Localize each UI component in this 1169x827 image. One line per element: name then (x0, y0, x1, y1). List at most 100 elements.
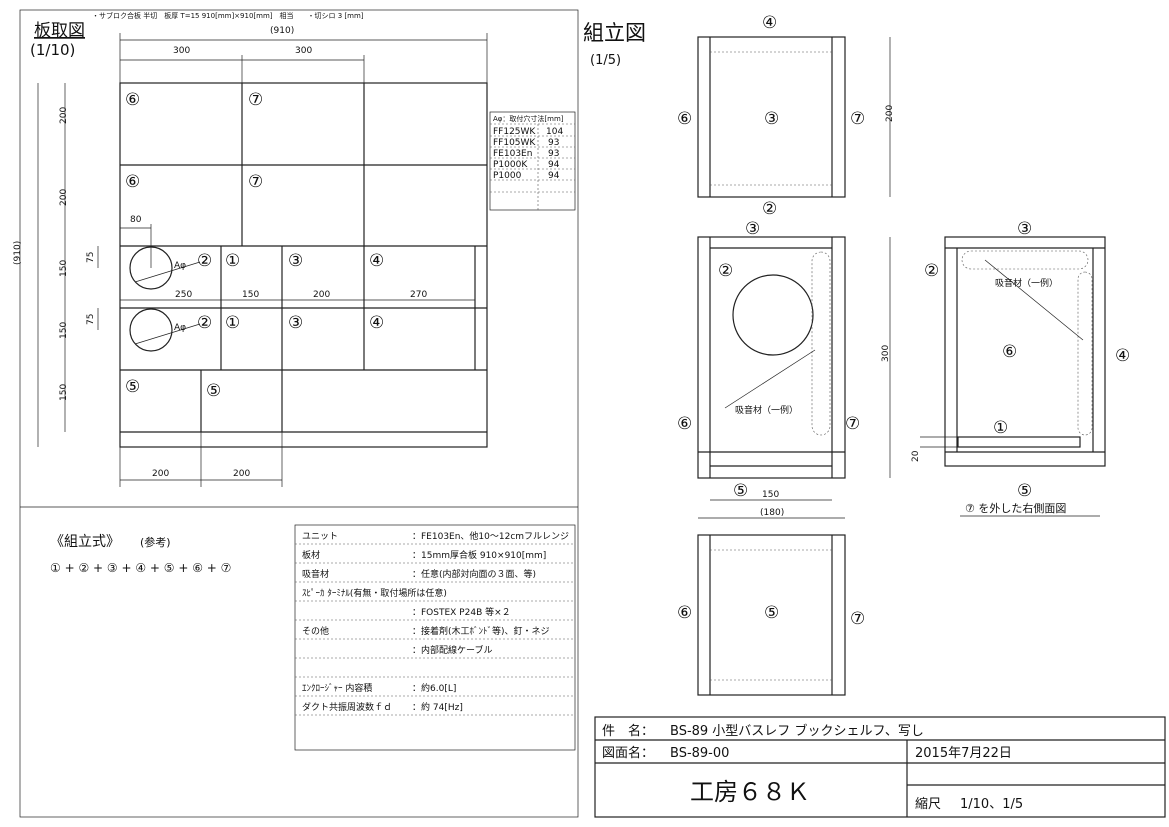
absorber-slot (811, 251, 831, 436)
cut-plan-scale: (1/10) (30, 41, 75, 59)
svg-text:250: 250 (175, 290, 192, 300)
svg-text:③: ③ (745, 219, 760, 239)
spec-label: その他 (302, 625, 329, 637)
svg-text:①: ① (993, 418, 1008, 438)
svg-text:150: 150 (762, 490, 779, 500)
svg-text:⑤: ⑤ (125, 377, 140, 397)
spec-label: ｽﾋﾟｰｶ ﾀｰﾐﾅﾙ(有無・取付場所は任意) (302, 587, 447, 599)
svg-text:吸音材（一例）: 吸音材（一例） (735, 404, 798, 416)
svg-text:94: 94 (548, 160, 560, 170)
svg-text:93: 93 (548, 138, 559, 148)
svg-text:200: 200 (885, 105, 895, 122)
spec-value: ：15mm厚合板 910×910[mm] (412, 549, 546, 561)
spec-value: ：任意(内部対向面の３面、等) (412, 568, 536, 580)
spec-label: ユニット (302, 532, 338, 542)
spec-label: 板材 (302, 549, 320, 561)
svg-text:⑤: ⑤ (764, 603, 779, 623)
svg-text:③: ③ (288, 313, 303, 333)
svg-text:200: 200 (152, 469, 169, 479)
svg-text:②: ② (718, 261, 733, 281)
svg-text:BS-89-00: BS-89-00 (670, 746, 729, 761)
svg-text:⑥: ⑥ (677, 603, 692, 623)
svg-text:200: 200 (313, 290, 330, 300)
svg-text:300: 300 (295, 46, 312, 56)
svg-text:⑤: ⑤ (206, 381, 221, 401)
svg-text:1/10、1/5: 1/10、1/5 (960, 797, 1023, 812)
cut-plan-frame (19, 9, 579, 818)
svg-text:⑥: ⑥ (1002, 342, 1017, 362)
assembly-formula: ① + ② + ③ + ④ + ⑤ + ⑥ + ⑦ (50, 561, 231, 575)
svg-text:20: 20 (911, 450, 921, 462)
svg-text:⑦: ⑦ (845, 414, 860, 434)
spec-value: ：接着剤(木工ﾎﾞﾝﾄﾞ等)、釘・ネジ (412, 625, 550, 637)
svg-text:工房６８Ｋ: 工房６８Ｋ (690, 778, 810, 806)
board-note: ・サブロク合板 半切 板厚 T=15 910[mm]×910[mm] 相当 ・切… (92, 11, 364, 20)
svg-text:②: ② (762, 199, 777, 219)
svg-text:150: 150 (59, 384, 69, 401)
svg-text:⑥: ⑥ (677, 414, 692, 434)
svg-text:④: ④ (762, 13, 777, 33)
svg-text:⑥: ⑥ (125, 172, 140, 192)
spec-value: ：約6.0[L] (412, 682, 456, 694)
svg-text:⑥: ⑥ (677, 109, 692, 129)
cut-plan-title: 板取図 (34, 21, 85, 41)
svg-text:Aφ: Aφ (174, 323, 186, 333)
svg-text:Aφ：取付穴寸法[mm]: Aφ：取付穴寸法[mm] (493, 114, 564, 123)
spec-value: ：約 74[Hz] (412, 701, 463, 713)
shelf (957, 436, 1081, 448)
svg-text:(910): (910) (270, 26, 294, 36)
svg-text:300: 300 (173, 46, 190, 56)
svg-text:図面名：: 図面名： (602, 745, 654, 761)
svg-text:⑦: ⑦ (850, 109, 865, 129)
spec-value: ：FOSTEX P24B 等×２ (412, 606, 511, 618)
svg-text:③: ③ (1017, 219, 1032, 239)
formula-title: 《組立式》 (50, 534, 120, 550)
svg-text:75: 75 (86, 252, 96, 263)
svg-text:⑦: ⑦ (850, 609, 865, 629)
top-dimensions: (910) 300 300 (119, 26, 488, 83)
svg-text:④: ④ (1115, 346, 1130, 366)
speaker-hole (732, 274, 814, 356)
svg-text:⑥: ⑥ (125, 90, 140, 110)
svg-text:③: ③ (764, 109, 779, 129)
svg-text:②: ② (197, 251, 212, 271)
svg-text:BS-89 小型バスレフ ブックシェルフ、写し: BS-89 小型バスレフ ブックシェルフ、写し (670, 723, 924, 739)
svg-text:⑦ を外した右側面図: ⑦ を外した右側面図 (965, 501, 1066, 515)
svg-text:93: 93 (548, 149, 559, 159)
svg-text:150: 150 (59, 322, 69, 339)
svg-text:94: 94 (548, 171, 560, 181)
svg-text:104: 104 (546, 127, 563, 137)
top-view: 200 ④ ⑥ ③ ⑦ ② (677, 13, 895, 219)
svg-text:200: 200 (59, 189, 69, 206)
svg-text:FE103En: FE103En (493, 149, 532, 159)
title-block: 件 名：BS-89 小型バスレフ ブックシェルフ、写し 図面名：BS-89-00… (594, 716, 1166, 818)
svg-text:②: ② (197, 313, 212, 333)
svg-text:③: ③ (288, 251, 303, 271)
svg-text:⑦: ⑦ (248, 90, 263, 110)
svg-text:④: ④ (369, 251, 384, 271)
svg-text:P1000: P1000 (493, 171, 522, 181)
svg-text:①: ① (225, 313, 240, 333)
svg-text:Aφ: Aφ (174, 261, 186, 271)
formula-ref: (参考) (140, 535, 171, 549)
spec-label: ダクト共振周波数ｆｄ (302, 701, 392, 713)
svg-text:P1000K: P1000K (493, 160, 528, 170)
svg-text:⑦: ⑦ (248, 172, 263, 192)
assembly-title: 組立図 (583, 21, 646, 45)
svg-text:FF125WK: FF125WK (493, 127, 536, 137)
svg-text:①: ① (225, 251, 240, 271)
svg-text:④: ④ (369, 313, 384, 333)
spec-value: ：内部配線ケーブル (412, 644, 492, 656)
svg-text:75: 75 (86, 314, 96, 325)
svg-text:縮尺: 縮尺 (915, 796, 941, 812)
bottom-view: ⑥ ⑤ ⑦ (677, 534, 865, 696)
svg-text:200: 200 (59, 107, 69, 124)
svg-text:⑤: ⑤ (1017, 481, 1032, 501)
svg-text:⑤: ⑤ (733, 481, 748, 501)
